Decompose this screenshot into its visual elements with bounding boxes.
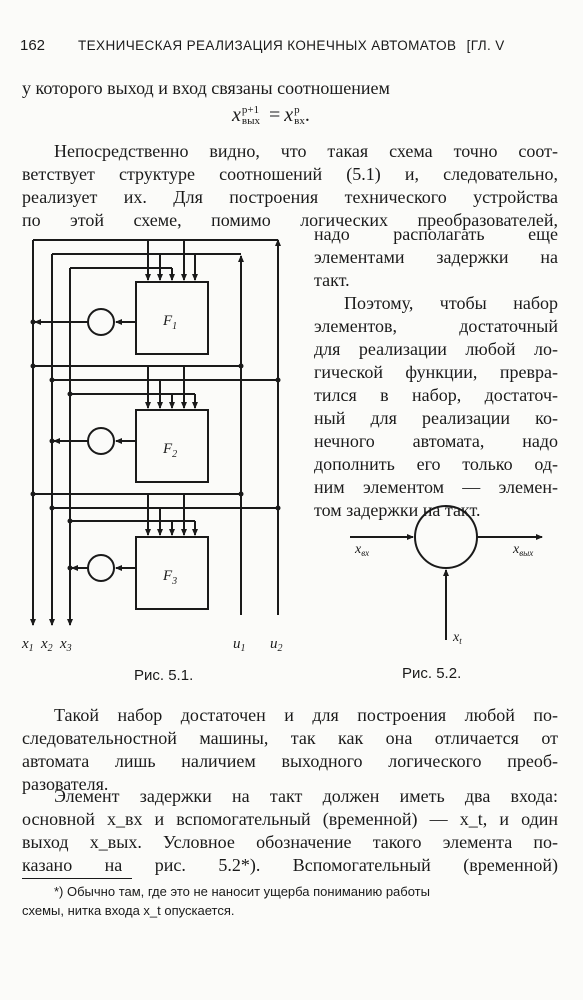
label-x-in: x — [354, 542, 362, 557]
svg-text:F3: F3 — [162, 568, 177, 587]
input-label-u1: u — [233, 636, 241, 652]
paragraph-2: Такой набор достаточен и для построения … — [22, 705, 558, 794]
output-label-x3: x — [59, 636, 67, 652]
footnote: *) Обычно там, где это не наносит ущерба… — [22, 884, 430, 918]
block-label-f3: F — [162, 568, 173, 584]
block-label-f2: F — [162, 441, 173, 457]
svg-text:u2: u2 — [270, 636, 283, 654]
figure-5-2: xвх xвых xt — [350, 505, 543, 646]
output-label-x2: x — [40, 636, 48, 652]
intro-line: у которого выход и вход связаны соотноше… — [22, 78, 390, 98]
output-label-x1: x — [21, 636, 29, 652]
label-x-t: x — [452, 630, 460, 645]
svg-text:x3: x3 — [59, 636, 72, 654]
block-label-f1: F — [162, 313, 173, 329]
svg-text:xt: xt — [452, 630, 462, 646]
block-f1 — [135, 281, 209, 355]
footnote-rule — [22, 878, 132, 879]
svg-text:x2: x2 — [40, 636, 53, 654]
svg-text:F1: F1 — [162, 313, 177, 332]
running-title: ТЕХНИЧЕСКАЯ РЕАЛИЗАЦИЯ КОНЕЧНЫХ АВТОМАТО… — [78, 38, 505, 53]
paragraph-3: Элемент задержки на такт должен иметь дв… — [22, 786, 558, 875]
svg-text:u1: u1 — [233, 636, 246, 654]
delay-circle-2 — [87, 427, 115, 455]
input-label-u2: u — [270, 636, 278, 652]
svg-text:F2: F2 — [162, 441, 177, 460]
side-text: надо располагать еще элементами задержки… — [314, 224, 558, 520]
svg-text:xвых: xвых — [512, 542, 533, 558]
delay-element-circle — [414, 505, 478, 569]
figure-5-1-caption: Рис. 5.1. — [134, 667, 194, 684]
paragraph-1: Непосредственно видно, что такая схема т… — [22, 141, 558, 230]
block-f3 — [135, 536, 209, 610]
delay-circle-3 — [87, 554, 115, 582]
label-x-out: x — [512, 542, 520, 557]
page-number: 162 — [20, 37, 46, 54]
block-f2 — [135, 409, 209, 483]
figure-5-1: F1 F2 F3 x1 x2 x3 u1 u2 — [21, 239, 283, 654]
delay-circle-1 — [87, 308, 115, 336]
running-title-text: ТЕХНИЧЕСКАЯ РЕАЛИЗАЦИЯ КОНЕЧНЫХ АВТОМАТО… — [78, 38, 457, 53]
svg-text:x1: x1 — [21, 636, 34, 654]
chapter-label: [ГЛ. V — [466, 38, 505, 53]
figure-5-2-caption: Рис. 5.2. — [402, 665, 462, 682]
svg-text:xвх: xвх — [354, 542, 369, 558]
